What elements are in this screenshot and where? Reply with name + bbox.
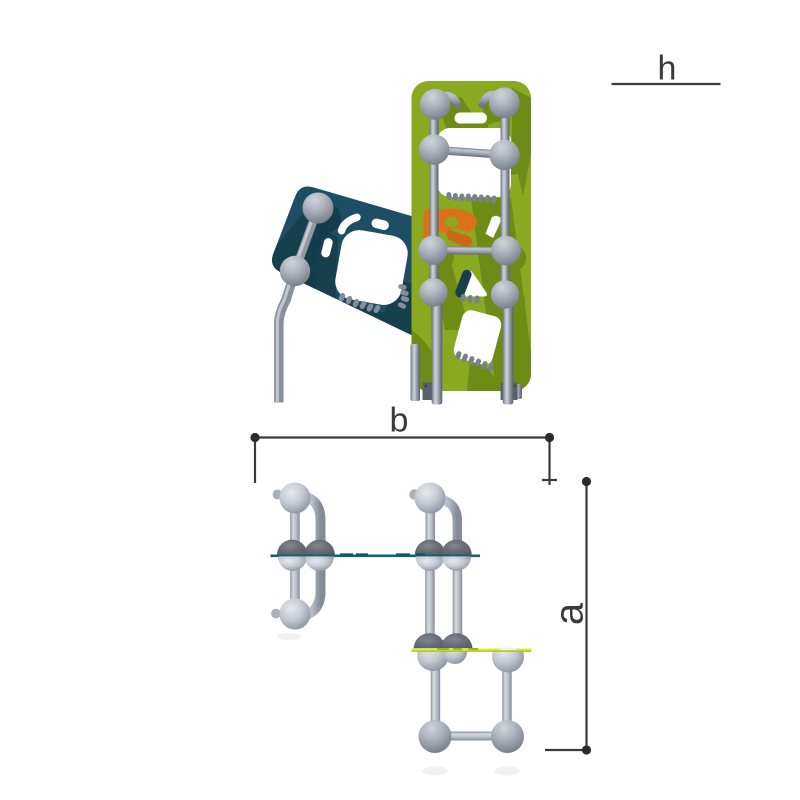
svg-text:h: h (658, 50, 677, 88)
svg-text:b: b (390, 402, 409, 440)
svg-text:a: a (548, 602, 592, 625)
